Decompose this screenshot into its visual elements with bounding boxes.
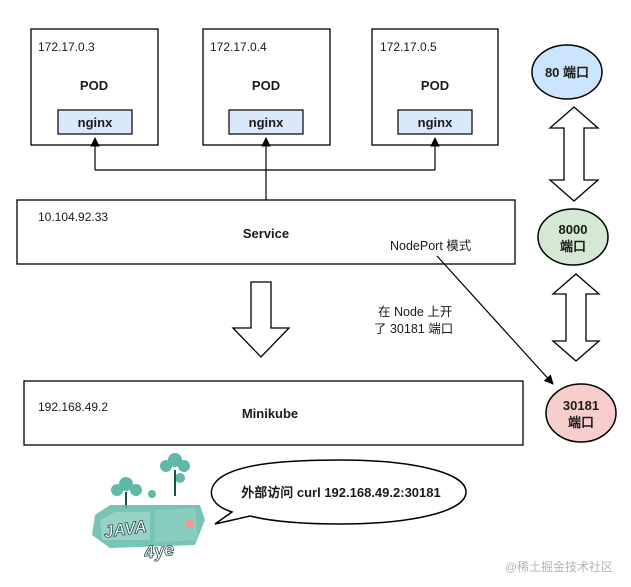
port-80-label: 80 端口 <box>545 65 589 80</box>
nodeport-to-port30181-line <box>436 255 554 385</box>
service-mode-label: NodePort 模式 <box>390 239 472 253</box>
port-30181-label-line2: 端口 <box>568 415 594 430</box>
pod-3-label: POD <box>421 78 449 93</box>
minikube-box: 192.168.49.2 Minikube <box>23 380 524 446</box>
logo-text-4ye: 4ye <box>142 539 176 563</box>
pod-1-label: POD <box>80 78 108 93</box>
minikube-label: Minikube <box>242 406 298 421</box>
service-box: 10.104.92.33 Service NodePort 模式 <box>16 199 516 265</box>
port-8000-ellipse: 8000 端口 <box>537 208 609 266</box>
service-label: Service <box>243 226 289 241</box>
pod-3-ip: 172.17.0.5 <box>380 40 437 54</box>
port-80-ellipse: 80 端口 <box>531 44 603 100</box>
port-30181-label-line1: 30181 <box>563 398 599 413</box>
pod-2-nginx-box <box>228 109 304 135</box>
pod-box-3: 172.17.0.5 POD nginx <box>371 28 499 146</box>
pod-box-2: 172.17.0.4 POD nginx <box>202 28 331 146</box>
service-ip: 10.104.92.33 <box>38 210 108 224</box>
external-access-text: 外部访问 curl 192.168.49.2:30181 <box>240 485 440 500</box>
node-port-note-line2: 了 30181 端口 <box>374 322 453 336</box>
minikube-ip: 192.168.49.2 <box>38 400 108 414</box>
pod-2-ip: 172.17.0.4 <box>210 40 267 54</box>
port-8000-label-line2: 端口 <box>560 239 586 254</box>
service-to-minikube-arrow <box>231 281 291 358</box>
pod-1-nginx-box <box>57 109 133 135</box>
node-port-note-line1: 在 Node 上开 <box>378 305 452 319</box>
port8000-30181-double-arrow <box>551 273 601 362</box>
pod-2-label: POD <box>252 78 280 93</box>
pod-3-nginx-box <box>397 109 473 135</box>
watermark-text: @稀土掘金技术社区 <box>505 559 613 574</box>
pod-1-nginx-label: nginx <box>78 115 113 130</box>
pod-3-nginx-label: nginx <box>418 115 453 130</box>
external-access-bubble: 外部访问 curl 192.168.49.2:30181 <box>210 459 467 525</box>
pod-2-nginx-label: nginx <box>249 115 284 130</box>
pod-1-ip: 172.17.0.3 <box>38 40 95 54</box>
service-to-pods-connector <box>90 137 440 200</box>
pod-box-1: 172.17.0.3 POD nginx <box>30 28 159 146</box>
port-30181-ellipse: 30181 端口 <box>545 383 617 443</box>
port-8000-label-line1: 8000 <box>559 222 588 237</box>
java-4ye-logo: JAVA 4ye <box>92 453 205 563</box>
port80-8000-double-arrow <box>548 106 600 202</box>
